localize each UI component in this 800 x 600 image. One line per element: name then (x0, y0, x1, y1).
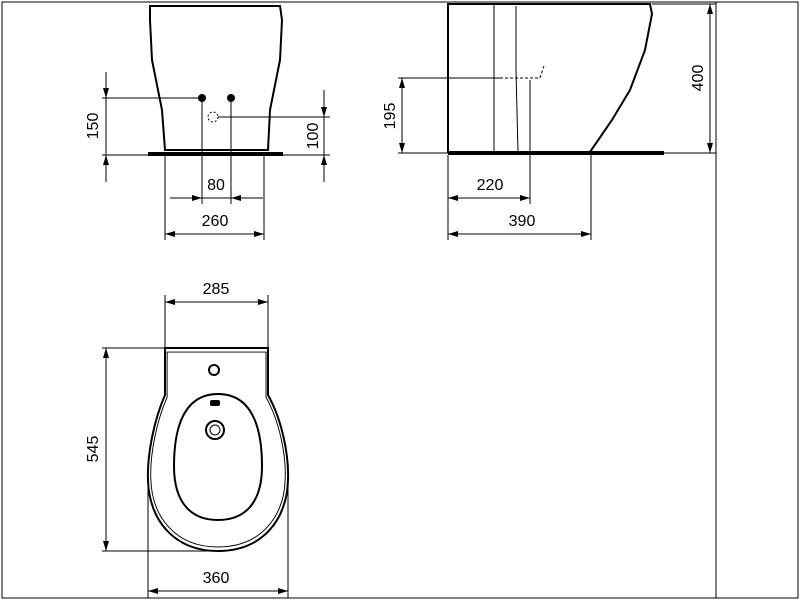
dim-label-285: 285 (203, 281, 230, 298)
side-view-waste-pipe (500, 65, 545, 79)
dim-label-400: 400 (690, 65, 707, 92)
front-view-base (148, 152, 283, 156)
front-view-body (149, 5, 284, 151)
overflow-slot (210, 400, 220, 406)
top-view: 285 545 360 (85, 281, 290, 598)
dim-label-220: 220 (477, 177, 504, 194)
side-view-base (448, 151, 664, 155)
side-view: 195 400 220 390 (382, 3, 716, 240)
top-view-outline (146, 347, 290, 553)
drain-outer (205, 420, 225, 440)
dim-label-150: 150 (85, 113, 102, 140)
top-view-rim (150, 351, 286, 548)
dim-label-390: 390 (509, 213, 536, 230)
dim-label-195: 195 (382, 103, 399, 130)
top-view-bowl (172, 392, 264, 522)
dim-label-100: 100 (305, 123, 322, 150)
front-view: 150 100 80 260 (85, 5, 330, 240)
front-waste-outlet (207, 111, 219, 123)
dim-label-260: 260 (202, 213, 229, 230)
side-view-inner-curve (515, 6, 519, 153)
tap-hole (208, 364, 220, 376)
drain-inner (209, 424, 221, 436)
dim-label-80: 80 (207, 177, 225, 194)
dim-label-545: 545 (85, 436, 102, 463)
dim-label-360: 360 (203, 570, 230, 587)
